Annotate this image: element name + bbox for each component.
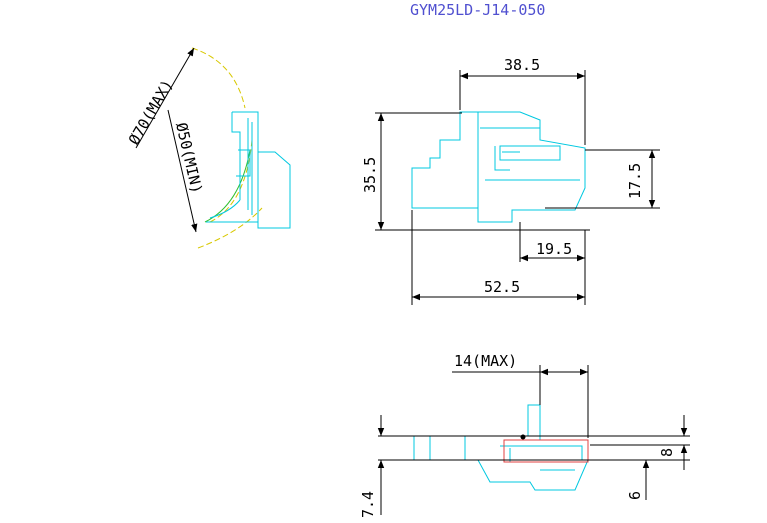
- pivot-point: [520, 434, 526, 440]
- side-view-part-outline: [206, 111, 291, 229]
- guide-arc: [204, 149, 251, 223]
- dim-lower-width: 19.5: [536, 240, 572, 258]
- dim-right-height: 17.5: [626, 163, 644, 199]
- bottom-view: 14(MAX) 8 6 7.4: [359, 352, 690, 518]
- dim-min-diameter: Ø50(MIN): [172, 121, 206, 195]
- front-view: 38.5 35.5 17.5 19.5 52.5: [361, 56, 660, 305]
- section-outline: [503, 439, 589, 463]
- min-roll-arc: [197, 207, 263, 249]
- inner-arc: [209, 139, 253, 223]
- dim-clearance: 14(MAX): [454, 352, 517, 370]
- dim-top-width: 38.5: [504, 56, 540, 74]
- front-view-part-outline: [411, 111, 586, 223]
- drawing-title: GYM25LD-J14-050: [410, 1, 545, 19]
- dim-right-top: 8: [658, 448, 676, 457]
- dim-right-bottom: 6: [626, 491, 644, 500]
- dim-left-height: 7.4: [359, 491, 377, 518]
- bottom-view-part-outline: [413, 404, 589, 491]
- dim-height: 35.5: [361, 157, 379, 193]
- side-view: Ø70(MAX) Ø50(MIN): [125, 47, 291, 249]
- dim-total-width: 52.5: [484, 278, 520, 296]
- max-roll-arc: [191, 47, 246, 109]
